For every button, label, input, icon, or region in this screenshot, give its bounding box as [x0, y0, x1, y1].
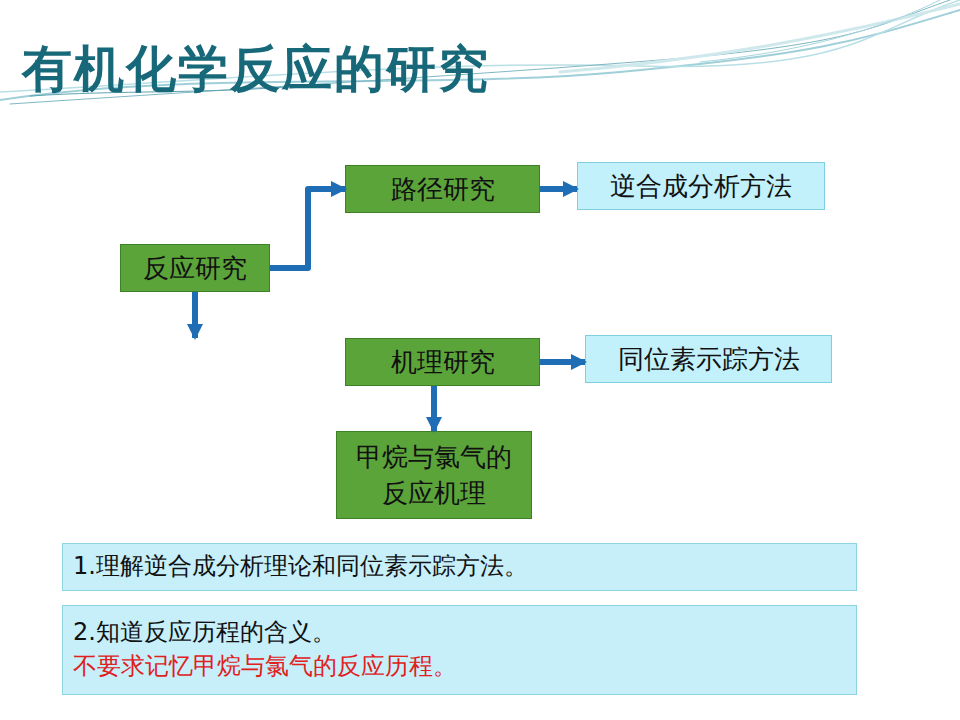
node-text: 逆合成分析方法 — [610, 168, 792, 204]
node-text: 1.理解逆合成分析理论和同位素示踪方法。 — [73, 550, 528, 584]
method-box: 同位素示踪方法 — [585, 335, 832, 383]
process-box: 机理研究 — [345, 338, 540, 386]
process-box: 路径研究 — [345, 165, 540, 213]
node-text: 路径研究 — [391, 171, 495, 207]
flow-arrow — [540, 359, 585, 365]
note-box: 2.知道反应历程的含义。不要求记忆甲烷与氯气的反应历程。 — [62, 605, 857, 695]
wave-line — [560, 4, 960, 72]
root-box: 反应研究 — [120, 244, 270, 292]
flow-arrow — [540, 186, 577, 192]
node-text: 同位素示踪方法 — [618, 341, 800, 377]
node-text: 机理研究 — [391, 344, 495, 380]
wave-line — [700, 0, 940, 62]
note-text: 不要求记忆甲烷与氯气的反应历程。 — [73, 650, 457, 684]
node-text: 2.知道反应历程的含义。 — [73, 616, 336, 650]
process-box: 甲烷与氯气的反应机理 — [336, 431, 532, 519]
method-box: 逆合成分析方法 — [577, 162, 825, 210]
node-text: 甲烷与氯气的反应机理 — [351, 439, 517, 512]
slide-title: 有机化学反应的研究 — [22, 36, 490, 103]
flow-arrow — [192, 292, 198, 338]
wave-line — [10, 0, 950, 104]
flow-arrow — [431, 386, 437, 431]
node-text: 反应研究 — [143, 250, 247, 286]
note-box: 1.理解逆合成分析理论和同位素示踪方法。 — [62, 543, 857, 591]
flow-arrow — [270, 189, 345, 268]
